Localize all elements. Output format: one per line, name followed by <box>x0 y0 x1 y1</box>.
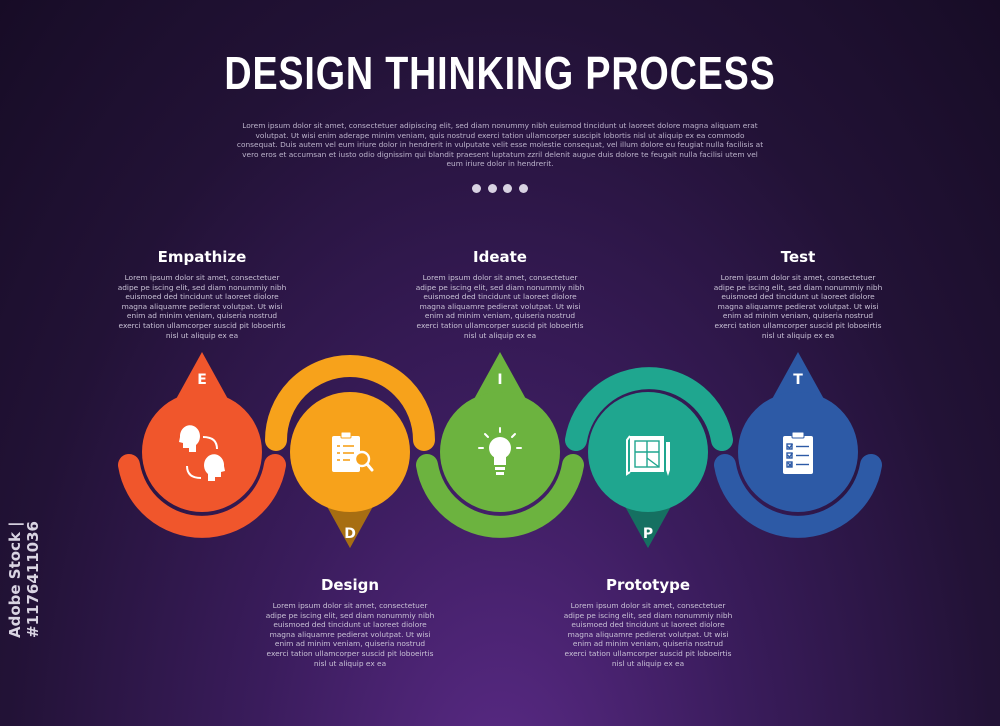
step-desc-ideate: Lorem ipsum dolor sit amet, consectetuer… <box>415 273 585 340</box>
step-desc-design: Lorem ipsum dolor sit amet, consectetuer… <box>265 601 435 668</box>
step-title-test: Test <box>780 248 816 266</box>
step-title-ideate: Ideate <box>473 248 527 266</box>
arc-empathize <box>118 454 286 538</box>
page-title: DESIGN THINKING PROCESS <box>224 47 776 99</box>
lightbulb-icon <box>478 427 522 475</box>
circle-empathize <box>142 392 262 512</box>
step-title-empathize: Empathize <box>157 248 247 266</box>
arc-design <box>265 355 435 451</box>
step-desc-empathize: Lorem ipsum dolor sit amet, consectetuer… <box>117 273 287 340</box>
blueprint-icon <box>626 435 670 476</box>
intro-text: Lorem ipsum dolor sit amet, consectetuer… <box>236 121 764 169</box>
checklist-search-icon <box>332 431 374 472</box>
dot <box>503 184 513 193</box>
letter-d: D <box>344 526 356 542</box>
step-desc-test: Lorem ipsum dolor sit amet, consectetuer… <box>713 273 883 340</box>
empathy-icon <box>179 425 225 481</box>
step-title-design: Design <box>320 576 380 594</box>
letter-e: E <box>197 372 207 388</box>
letter-i: I <box>497 372 502 388</box>
pager-dots <box>472 184 528 194</box>
step-desc-prototype: Lorem ipsum dolor sit amet, consectetuer… <box>563 601 733 668</box>
watermark: Adobe Stock | #1176411036 <box>6 521 42 639</box>
test-checklist-icon <box>783 431 813 474</box>
dot <box>487 184 497 193</box>
arc-test <box>714 454 882 538</box>
letter-t: T <box>793 372 803 388</box>
dot <box>472 184 481 193</box>
arc-prototype <box>565 367 733 451</box>
letter-p: P <box>643 526 653 542</box>
arc-ideate <box>416 454 584 538</box>
dot <box>518 184 528 193</box>
step-title-prototype: Prototype <box>605 576 691 594</box>
